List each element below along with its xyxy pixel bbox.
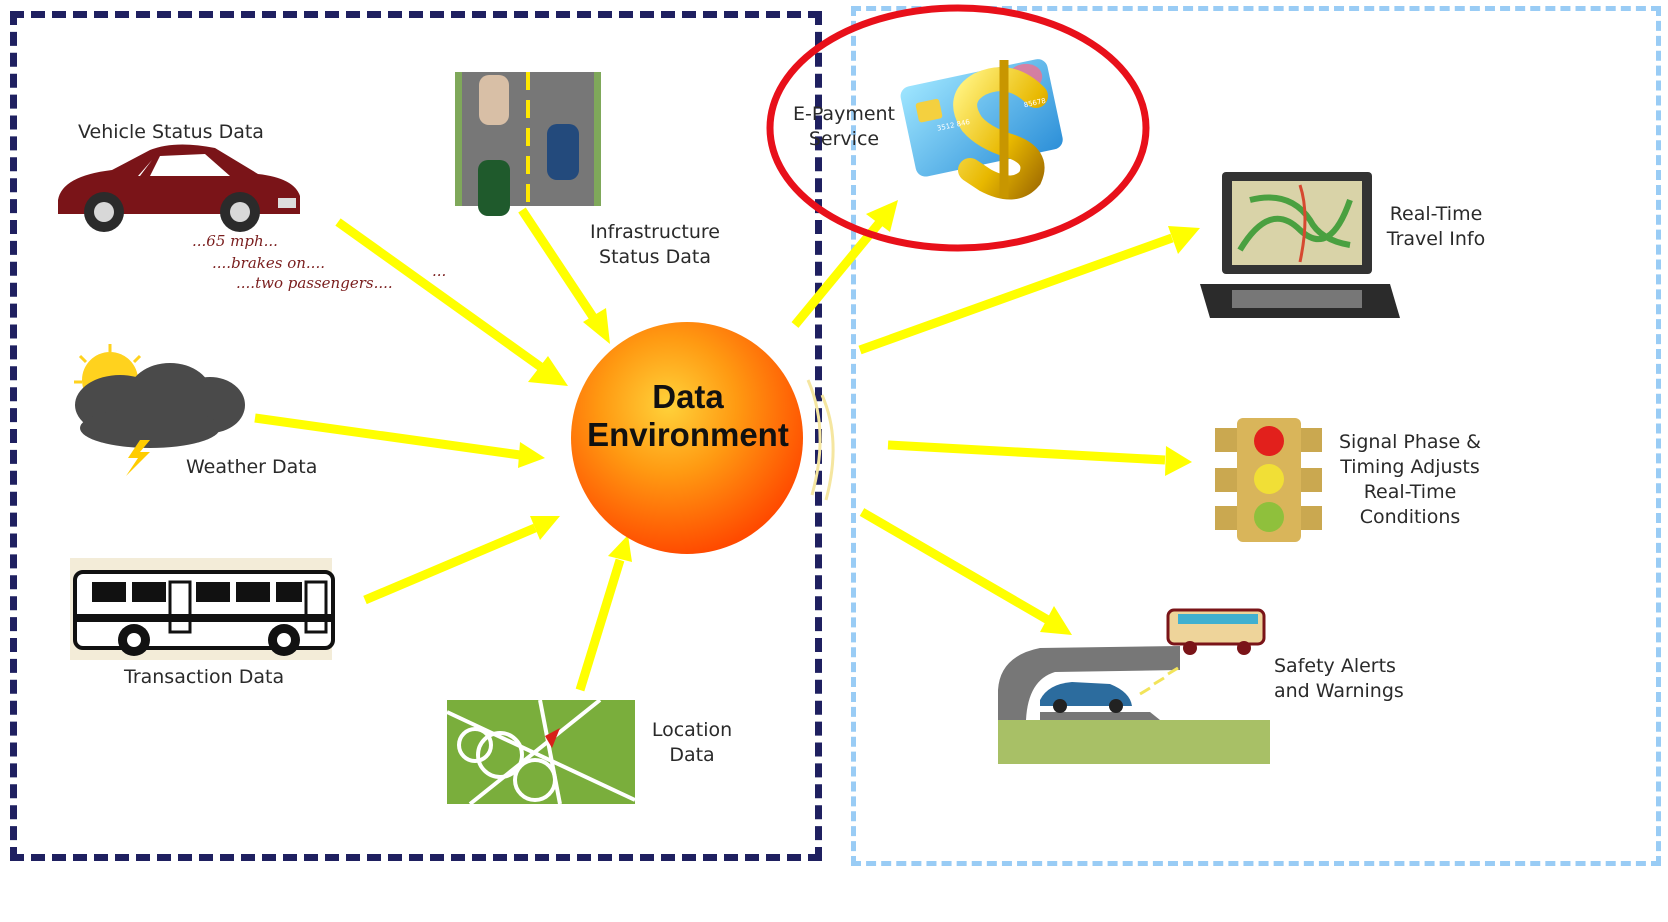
traffic-light-icon	[1215, 418, 1322, 542]
vehicle-speed-note: ...65 mph...	[192, 232, 278, 250]
infrastructure-status-label: Infrastructure Status Data	[580, 220, 730, 270]
travel-label-line1: Real-Time	[1389, 203, 1483, 225]
vehicle-icon	[58, 144, 300, 232]
infrastructure-label-line2: Status Data	[599, 246, 711, 268]
vehicle-ellipsis: ...	[432, 262, 447, 280]
weather-icon	[74, 344, 245, 476]
data-environment-label: Data Environment	[570, 378, 806, 454]
location-data-label: Location Data	[642, 718, 742, 768]
vehicle-brakes-note: ....brakes on....	[212, 254, 325, 272]
travel-label-line2: Travel Info	[1386, 228, 1486, 250]
signal-label-line4: Conditions	[1359, 506, 1461, 528]
input-arrows	[254, 207, 632, 692]
weather-data-label: Weather Data	[186, 456, 318, 478]
location-label-line1: Location	[651, 719, 733, 741]
road-icon	[455, 72, 601, 216]
safety-alerts-label: Safety Alerts and Warnings	[1274, 654, 1404, 704]
bus-icon	[70, 558, 335, 660]
signal-label-line2: Timing Adjusts	[1340, 456, 1480, 478]
applications-panel	[851, 6, 1661, 866]
infrastructure-label-line1: Infrastructure	[589, 221, 720, 243]
signal-label-line3: Real-Time	[1363, 481, 1457, 503]
safety-scene-icon	[998, 608, 1270, 764]
data-environment-hub	[571, 322, 803, 554]
vehicle-passengers-note: ....two passengers....	[236, 274, 393, 292]
hub-label-line2: Environment	[587, 416, 789, 453]
output-arrows	[791, 200, 1200, 635]
map-icon	[446, 698, 636, 806]
epayment-label-line2: Service	[808, 128, 880, 150]
safety-label-line2: and Warnings	[1274, 680, 1404, 702]
hub-label-line1: Data	[652, 378, 724, 415]
hub-glow	[806, 379, 835, 501]
epayment-label-line1: E-Payment	[792, 103, 896, 125]
highlight-circle	[766, 4, 1150, 252]
safety-label-line1: Safety Alerts	[1274, 655, 1396, 677]
location-label-line2: Data	[669, 744, 715, 766]
signal-label-line1: Signal Phase &	[1339, 431, 1481, 453]
transaction-data-label: Transaction Data	[124, 666, 285, 688]
vehicle-status-label: Vehicle Status Data	[78, 121, 264, 143]
realtime-travel-info-label: Real-Time Travel Info	[1378, 202, 1494, 252]
laptop-icon	[1200, 172, 1400, 318]
data-inputs-panel	[10, 11, 822, 861]
epayment-service-label: E-Payment Service	[786, 102, 902, 152]
signal-phase-timing-label: Signal Phase & Timing Adjusts Real-Time …	[1328, 430, 1492, 530]
dollar-icon	[953, 60, 1048, 200]
